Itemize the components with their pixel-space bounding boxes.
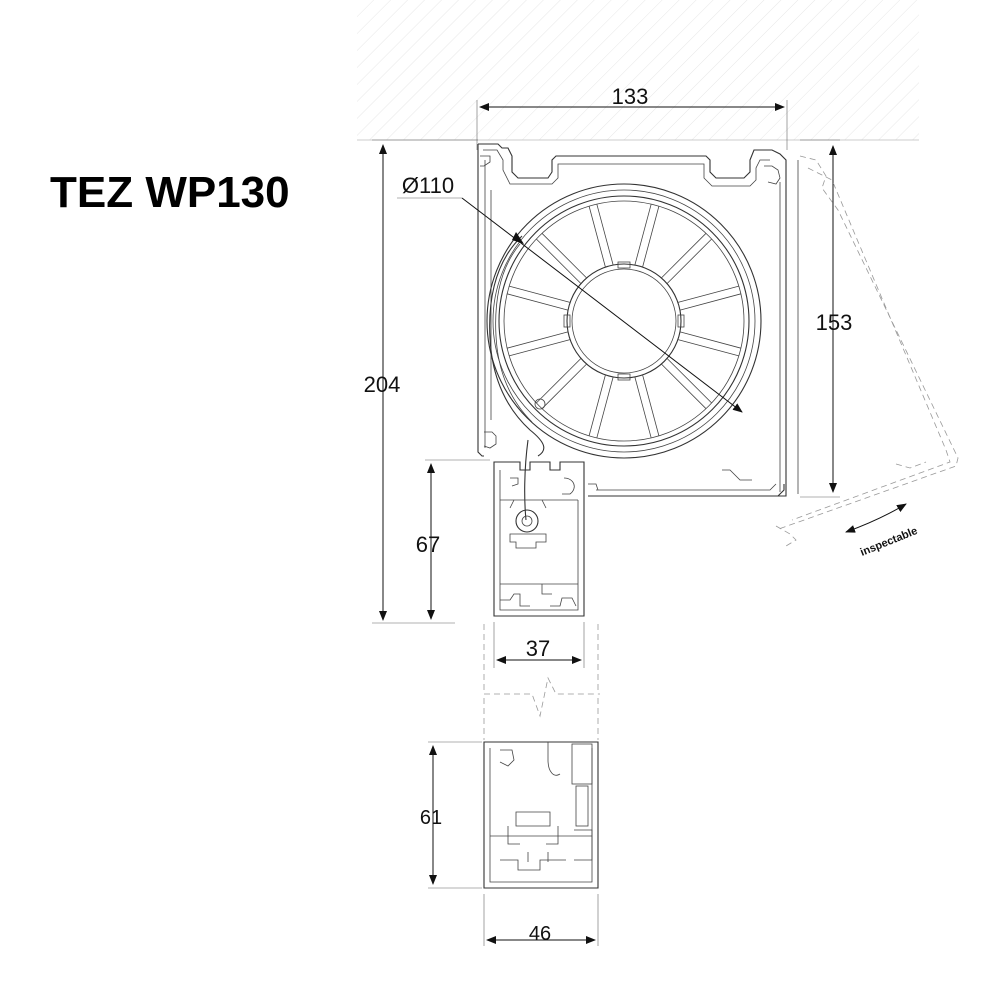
dimension-height-67: 67 [416, 459, 490, 620]
roller-spoke [634, 203, 652, 266]
roller-spoke [661, 233, 707, 279]
roller-spoke [509, 285, 571, 303]
roller-spoke [596, 376, 614, 439]
roller-spoke [588, 206, 606, 268]
roller-spoke [588, 374, 606, 436]
dimension-height-153: 153 [800, 139, 853, 498]
dim-label-37: 37 [526, 636, 550, 661]
roller-spoke [536, 358, 582, 404]
roller-spokes [506, 203, 742, 439]
roller-spoke [679, 293, 742, 311]
product-title: TEZ WP130 [50, 168, 290, 217]
dimension-width-37: 37 [493, 622, 585, 668]
roller-spoke [661, 363, 707, 409]
dim-label-61: 61 [420, 807, 442, 829]
bottom-bar-profile [483, 741, 599, 889]
inspectable-label: inspectable [859, 525, 920, 559]
roller-spoke [679, 331, 742, 349]
dimension-diameter-110: Ø110 [397, 173, 743, 413]
roller-spoke [541, 233, 587, 279]
roller-spoke [634, 376, 652, 439]
roller-spoke [506, 293, 569, 311]
roller-spoke [509, 339, 571, 357]
guide-rail-profile [493, 461, 585, 617]
inspectable-flap: inspectable [775, 155, 959, 559]
dimension-width-46: 46 [483, 894, 599, 946]
dimension-height-204: 204 [364, 139, 478, 624]
roller-spoke [677, 339, 739, 357]
fabric-curtain [489, 235, 546, 521]
dim-label-204: 204 [364, 372, 401, 397]
roller-spoke [666, 238, 712, 284]
break-line [483, 624, 600, 740]
roller-spoke [596, 203, 614, 266]
roller-spoke [642, 206, 660, 268]
dimension-height-61: 61 [420, 741, 482, 889]
dim-label-67: 67 [416, 532, 440, 557]
cassette-box-profile [477, 143, 799, 497]
ceiling-section [357, 0, 919, 141]
dim-label-diameter: Ø110 [402, 173, 454, 198]
roller-spoke [666, 358, 712, 404]
roller-spoke [536, 238, 582, 284]
roller-spoke [642, 374, 660, 436]
roller-spoke [506, 331, 569, 349]
roller-spoke [541, 363, 587, 409]
dim-label-46: 46 [529, 923, 551, 945]
roller-spoke [677, 285, 739, 303]
roller-tube [486, 183, 762, 459]
dim-label-133: 133 [612, 84, 649, 109]
dimension-width-133: 133 [476, 84, 788, 150]
dim-label-153: 153 [816, 310, 853, 335]
